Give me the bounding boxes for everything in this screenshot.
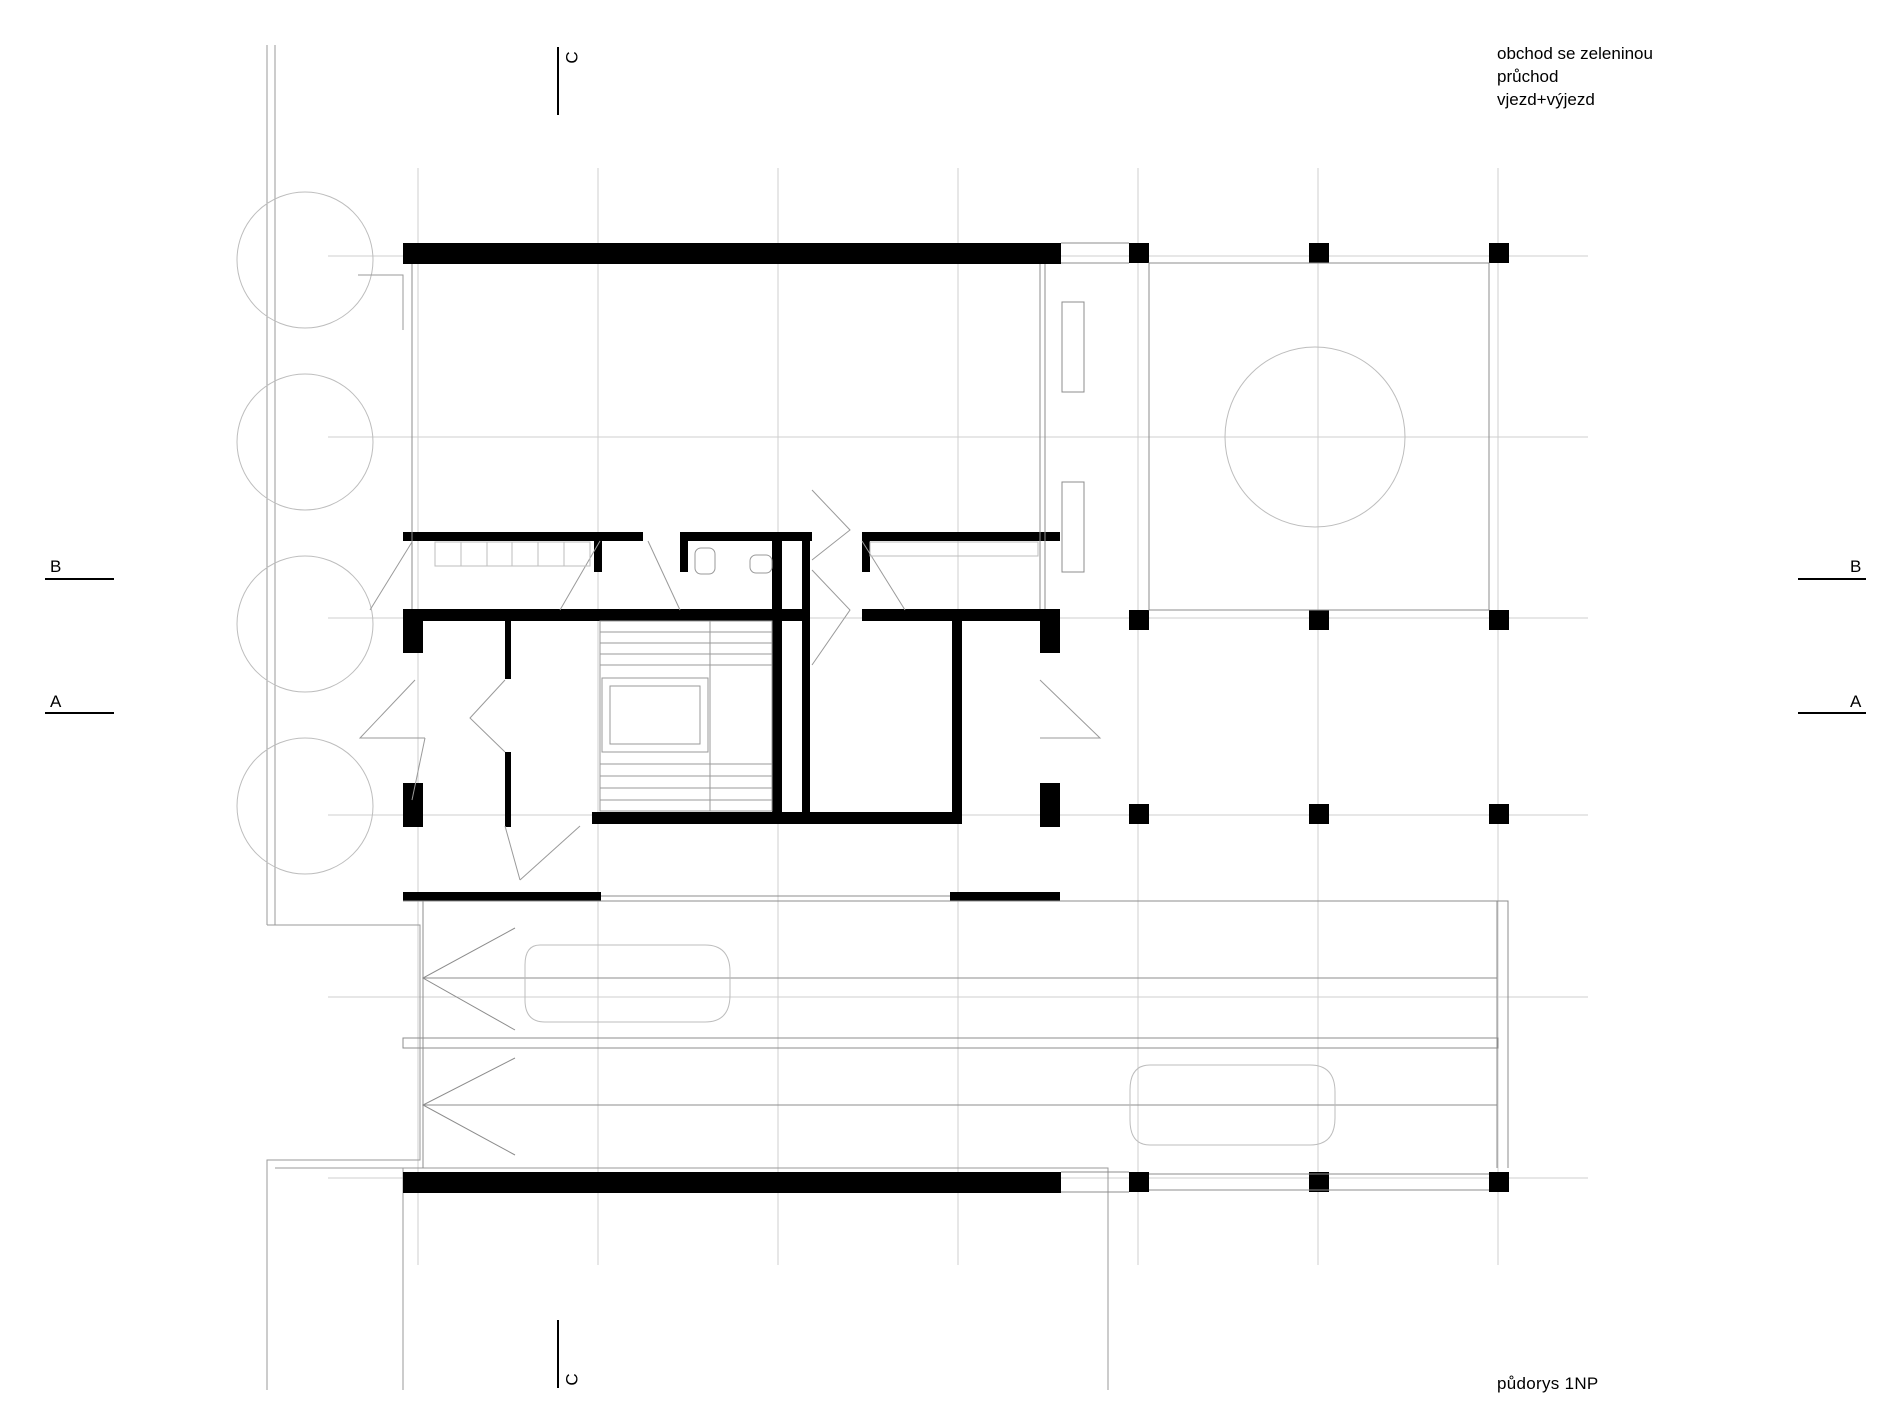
section-mark-b-left: B (50, 557, 62, 576)
legend-item-entry-exit: vjezd+výjezd (1497, 90, 1595, 109)
section-mark-a-right: A (1850, 692, 1862, 711)
section-mark-b-right: B (1850, 557, 1862, 576)
lane-arrows (421, 927, 1497, 1156)
door-swings (358, 274, 1102, 881)
legend: obchod se zeleninou průchod vjezd+výjezd (1497, 42, 1653, 111)
columns (1129, 243, 1509, 1192)
staircase (599, 620, 773, 812)
section-mark-c-bottom: C (562, 1373, 582, 1386)
shelves (434, 541, 1039, 567)
section-mark-c-top: C (562, 51, 582, 64)
site-boundary-lines (266, 45, 1109, 1390)
section-mark-a-left: A (50, 692, 62, 711)
section-markers (45, 47, 1866, 1388)
car-outlines (524, 944, 1336, 1146)
legend-item-vegetable-shop: obchod se zeleninou (1497, 44, 1653, 63)
walls (403, 243, 1061, 1193)
tree-circles (236, 191, 1406, 875)
thin-outlines (402, 242, 1509, 1193)
sanitary-fixtures (694, 547, 773, 575)
plan-title: půdorys 1NP (1497, 1374, 1599, 1393)
legend-item-passage: průchod (1497, 67, 1559, 86)
